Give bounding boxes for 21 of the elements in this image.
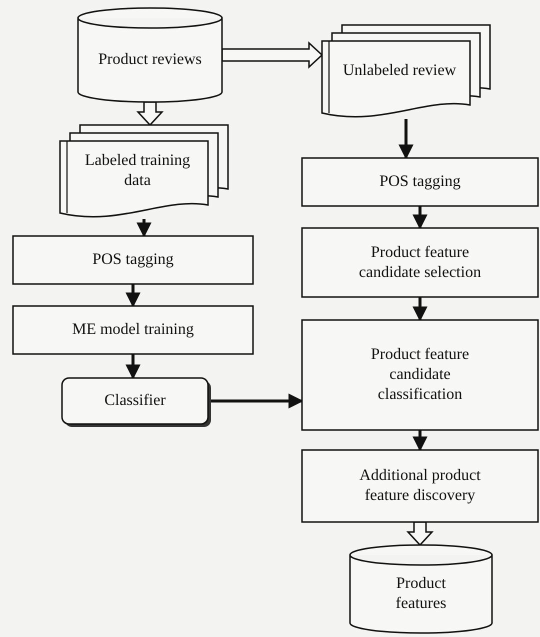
node-label: POS tagging [92,250,174,270]
node-label: Classifier [104,391,166,411]
arrow [398,119,414,160]
node-label: Additional product feature discovery [358,466,482,506]
arrow [221,41,324,69]
node-label: Unlabeled review [342,61,456,81]
arrow [136,101,164,126]
node-label: Product reviews [98,50,202,70]
node-label: Product feature candidate classification [370,345,470,405]
node-label: Product feature candidate selection [358,242,482,282]
node-label: Labeled training data [84,151,192,191]
arrow [412,206,428,230]
node-label: POS tagging [379,172,461,192]
arrow [126,354,140,380]
arrow [406,521,434,546]
arrow [126,284,140,308]
arrow [412,430,428,452]
arrow [136,219,152,238]
arrow [412,297,428,322]
node-label: Product features [394,574,448,614]
node-label: ME model training [72,320,194,340]
